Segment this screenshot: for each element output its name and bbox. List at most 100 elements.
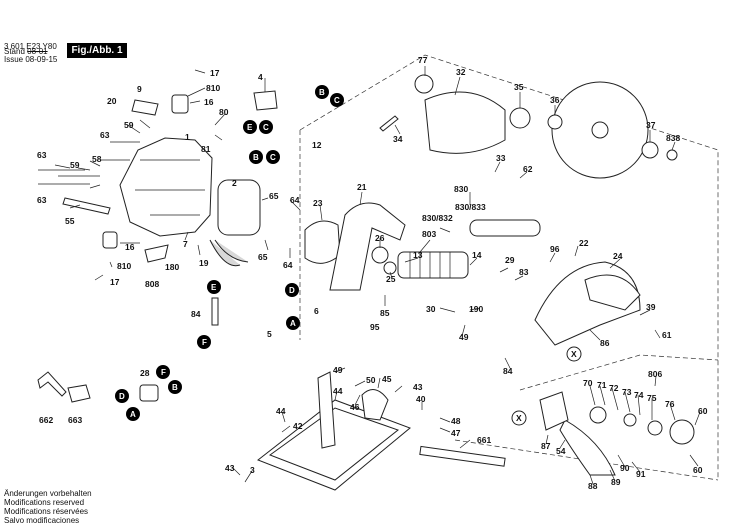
part-label: 663 (68, 415, 82, 425)
aux-handle-830 (469, 219, 541, 237)
bearing-70 (589, 406, 607, 424)
part-label: 50 (366, 375, 376, 385)
part-label: 54 (556, 446, 566, 456)
part-label: 808 (145, 279, 159, 289)
bubble-letter: E (211, 283, 217, 292)
part-label: 17 (110, 277, 120, 287)
part-label: 830/832 (422, 213, 453, 223)
bubble-letter: E (247, 123, 253, 132)
flange-37 (641, 141, 659, 159)
bubble (156, 365, 170, 379)
part-label: 63 (37, 195, 47, 205)
part-label: 32 (456, 67, 466, 77)
part-label: 36 (550, 95, 560, 105)
part-label: 25 (386, 274, 396, 284)
ring-73 (623, 413, 637, 427)
pivot-bracket-45 (361, 389, 389, 421)
part-label: 12 (312, 140, 322, 150)
part-label: 838 (666, 133, 680, 143)
disclaimer-notes: Änderungen vorbehalten Modifications res… (4, 489, 92, 525)
bubble (243, 120, 257, 134)
screws-left (38, 141, 140, 215)
part-label: 75 (647, 393, 657, 403)
part-label: 9 (137, 84, 142, 94)
part-label: 61 (662, 330, 672, 340)
x-markers: X X (511, 346, 582, 426)
handle-21 (329, 202, 406, 291)
wrench-663 (67, 384, 91, 403)
bubble-letter: A (130, 410, 136, 419)
bubble (285, 283, 299, 297)
x-marker-letter: X (571, 349, 577, 359)
part-label: 90 (620, 463, 630, 473)
part-label: 85 (380, 308, 390, 318)
part-label: 96 (550, 244, 560, 254)
leader-lines (54, 66, 701, 485)
part-label: 190 (469, 304, 483, 314)
bubble-letter: D (119, 392, 125, 401)
part-label: 55 (65, 216, 75, 226)
carbon-holder (171, 94, 189, 114)
stand-value: 08-01 (27, 47, 48, 56)
bubble-letter: B (253, 153, 259, 162)
part-label: 64 (290, 195, 300, 205)
bubble (168, 380, 182, 394)
part-label: 83 (519, 267, 529, 277)
lower-guard-assembly (539, 391, 695, 476)
switch-plate-23 (304, 220, 341, 264)
part-label: 5 (267, 329, 272, 339)
x-marker (566, 346, 582, 362)
part-label: 76 (665, 399, 675, 409)
bubble (115, 389, 129, 403)
spring-clip-180 (144, 244, 169, 263)
stand-label: Stand (4, 47, 25, 56)
lever-87 (539, 391, 569, 431)
part-label: 48 (451, 416, 461, 426)
field-coil (217, 179, 261, 236)
cable-bundle (209, 239, 249, 267)
part-label: 28 (140, 368, 150, 378)
cap-77 (414, 74, 434, 94)
bearing-26 (371, 246, 389, 264)
part-label: 86 (600, 338, 610, 348)
part-label: 91 (636, 469, 646, 479)
part-label: 64 (283, 260, 293, 270)
bubble-letter: A (290, 319, 296, 328)
part-label: 63 (37, 150, 47, 160)
guard-plate-88 (559, 419, 616, 476)
part-label: 16 (204, 97, 214, 107)
brush-plate (131, 99, 159, 116)
part-label: 19 (199, 258, 209, 268)
note-es: Salvo modificaciones (4, 516, 80, 525)
x-marker-letter: X (516, 413, 522, 423)
part-label: 59 (124, 120, 134, 130)
issue-label: Issue (4, 55, 24, 64)
callout-bubbles: B C E C B C D A E F F B D A (115, 85, 344, 421)
part-label: 43 (413, 382, 423, 392)
bubble (286, 316, 300, 330)
part-label: 33 (496, 153, 506, 163)
part-label: 87 (541, 441, 551, 451)
part-label: 72 (609, 383, 619, 393)
part-label: 16 (125, 242, 135, 252)
part-label: 44 (276, 406, 286, 416)
spacer-75 (647, 420, 663, 436)
part-label: 62 (523, 164, 533, 174)
bubble-letter: D (289, 286, 295, 295)
bubble-letter: F (202, 338, 207, 347)
switch-28 (139, 384, 159, 402)
bubble-letter: B (172, 383, 178, 392)
part-label: 6 (314, 306, 319, 316)
part-label: 74 (634, 390, 644, 400)
bubble (197, 335, 211, 349)
part-label: 180 (165, 262, 179, 272)
flange-76 (669, 419, 695, 445)
bubble-letter: C (263, 123, 269, 132)
part-label: 3 (250, 465, 255, 475)
motor-housing (119, 137, 213, 237)
part-label: 22 (579, 238, 589, 248)
part-label: 23 (313, 198, 323, 208)
part-label: 71 (597, 380, 607, 390)
part-label: 830 (454, 184, 468, 194)
